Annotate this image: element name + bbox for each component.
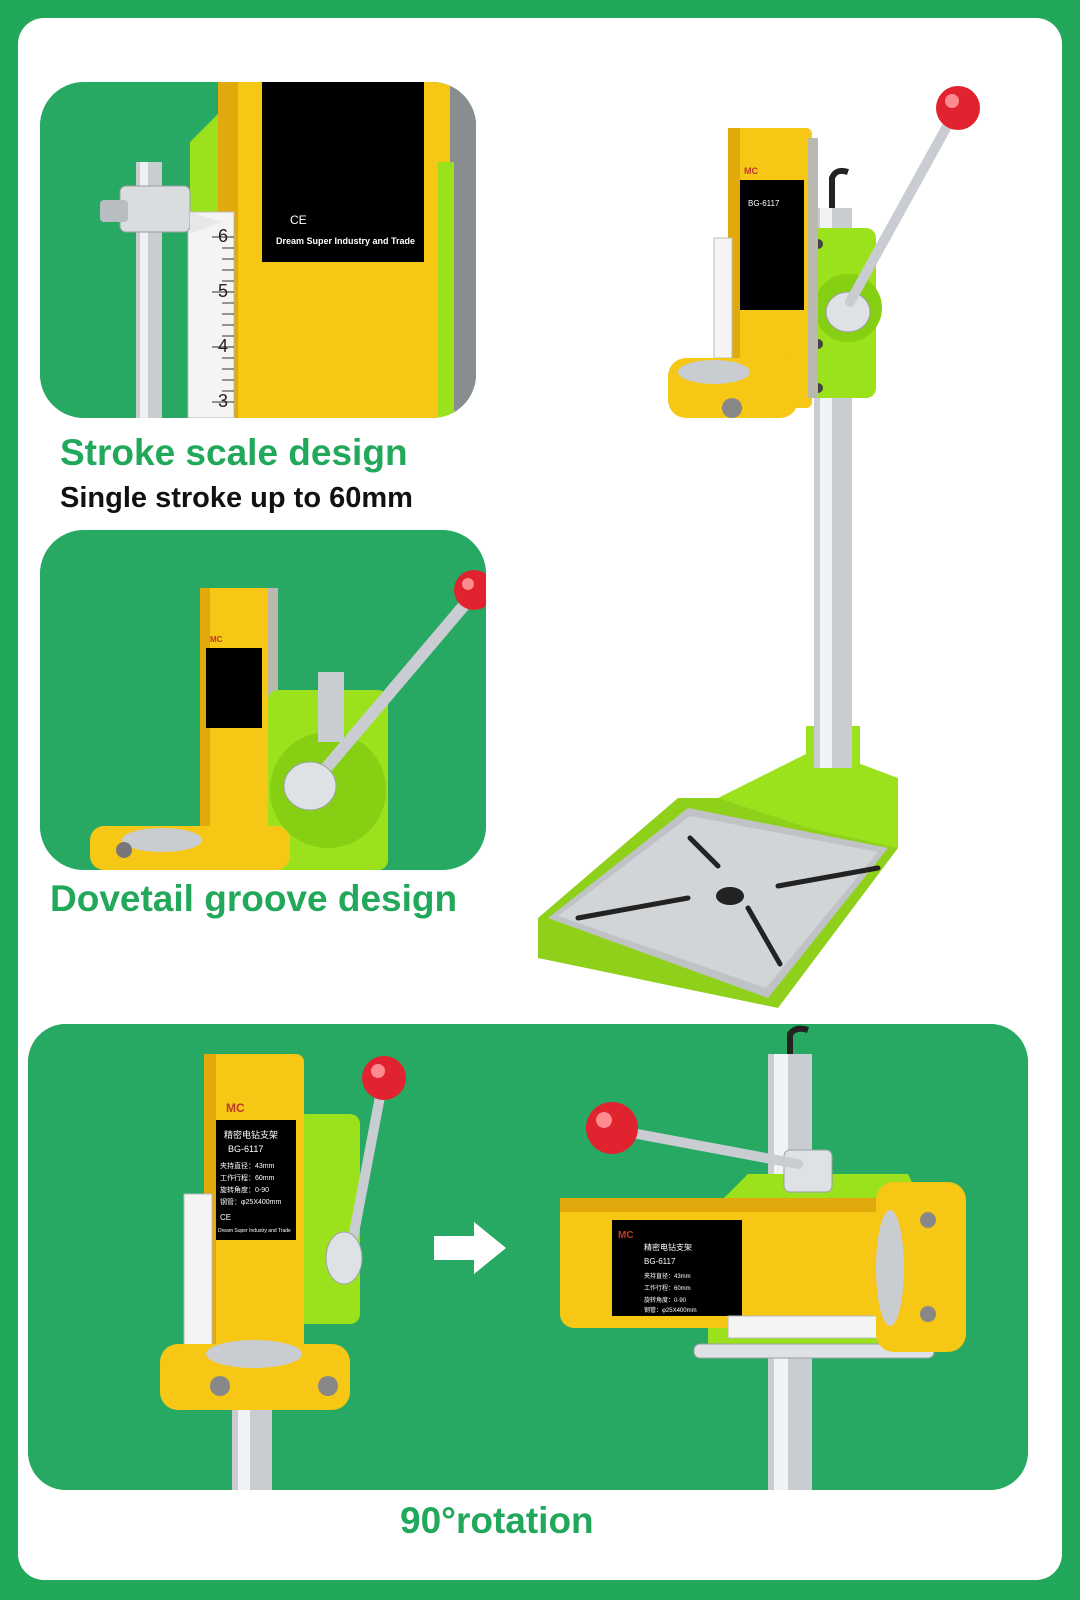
scale-mark-3: 3 — [218, 391, 228, 411]
closeup-company-text: Dream Super Industry and Trade — [276, 236, 415, 246]
rotation-left-model: BG-6117 — [228, 1144, 263, 1154]
arrow-right-icon — [434, 1222, 506, 1274]
rotation-right-line2: 工作行程：60mm — [644, 1284, 691, 1292]
rotation-right-title: 精密电钻支架 — [644, 1242, 692, 1252]
rotation-right-line3: 旋转角度：0-90 — [644, 1296, 687, 1304]
scale-mark-6: 6 — [218, 226, 228, 246]
rotation-left-company: Dream Super Industry and Trade — [218, 1228, 291, 1234]
rotation-left-line2: 工作行程：60mm — [220, 1173, 275, 1182]
stroke-scale-photo: CE Dream Super Industry and Trade 6 5 4 … — [40, 82, 476, 418]
rotation-left-title: 精密电钻支架 — [224, 1129, 278, 1140]
rotation-right-line4: 钢管：φ25X400mm — [644, 1306, 697, 1314]
dovetail-groove-photo: MC — [40, 530, 486, 870]
scale-mark-5: 5 — [218, 281, 228, 301]
product-card: CE Dream Super Industry and Trade 6 5 4 … — [18, 18, 1062, 1580]
stroke-scale-subtitle: Single stroke up to 60mm — [60, 482, 413, 514]
rotation-left-line3: 旋转角度：0-90 — [220, 1185, 269, 1194]
closeup-ce-mark: CE — [290, 213, 307, 227]
rotation-left-line4: 钢管：φ25X400mm — [220, 1197, 282, 1206]
rotation-left-brand: MC — [226, 1101, 245, 1115]
rotation-right-brand: MC — [618, 1230, 634, 1241]
stroke-scale-title: Stroke scale design — [60, 432, 408, 473]
scale-mark-4: 4 — [218, 336, 228, 356]
rotation-left-ce: CE — [220, 1213, 231, 1222]
rotation-title: 90°rotation — [400, 1500, 594, 1541]
rotation-right-model: BG-6117 — [644, 1257, 676, 1266]
rotation-right-line1: 夹持直径：43mm — [644, 1272, 691, 1280]
dovetail-groove-title: Dovetail groove design — [50, 878, 458, 919]
rotation-left-line1: 夹持直径：43mm — [220, 1161, 275, 1170]
hero-label-model: BG-6117 — [748, 199, 780, 208]
rotation-photo-panel: MC 精密电钻支架 BG-6117 夹持直径：43mm 工作行程：60mm 旋转… — [28, 1024, 1028, 1490]
drill-stand-hero: MC BG-6117 — [538, 86, 980, 1008]
closeup-brand-mark: MC — [210, 635, 223, 644]
hero-brand-mark: MC — [744, 166, 758, 176]
